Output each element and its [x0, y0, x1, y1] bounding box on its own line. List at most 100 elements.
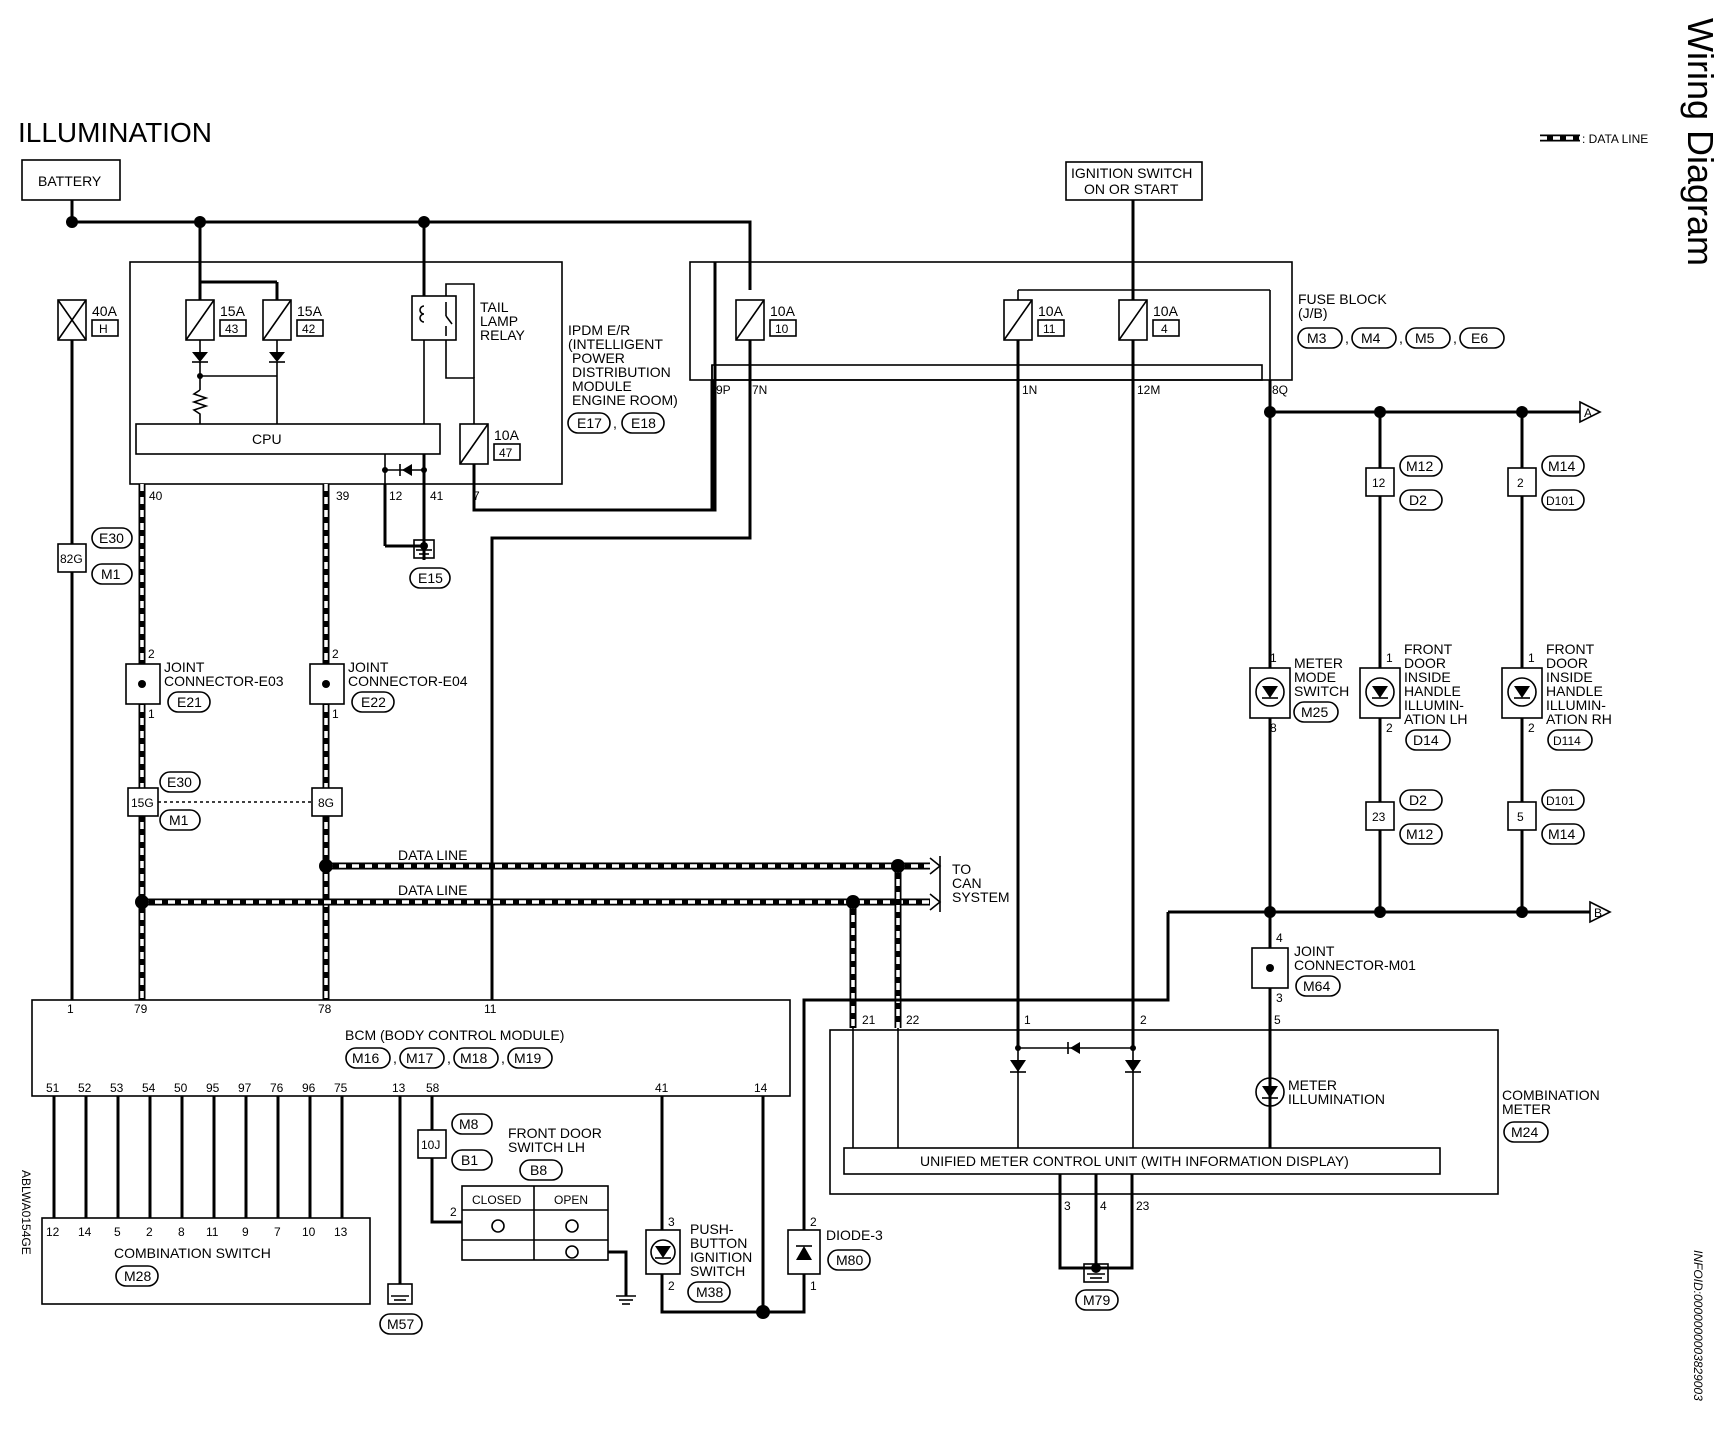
svg-text:ATION RH: ATION RH [1546, 711, 1612, 727]
svg-text:PUSH-: PUSH- [690, 1221, 734, 1237]
svg-text:10A: 10A [1153, 303, 1179, 319]
svg-text:DATA LINE: DATA LINE [398, 882, 468, 898]
svg-text:79: 79 [134, 1002, 148, 1016]
svg-text:5: 5 [114, 1225, 121, 1239]
ignition-label-2: ON OR START [1084, 181, 1179, 197]
svg-text:M14: M14 [1548, 826, 1575, 842]
svg-text:D101: D101 [1546, 494, 1575, 508]
svg-text:4: 4 [1161, 322, 1168, 336]
svg-text:23: 23 [1372, 810, 1386, 824]
fuse-10a-47: 10A 47 [459, 423, 521, 465]
svg-text:13: 13 [392, 1081, 406, 1095]
svg-text:10A: 10A [1038, 303, 1064, 319]
svg-text:75: 75 [334, 1081, 348, 1095]
svg-text:M17: M17 [406, 1050, 433, 1066]
svg-text:2: 2 [1528, 721, 1535, 735]
relay-wiring [423, 283, 475, 424]
svg-text:(J/B): (J/B) [1298, 305, 1328, 321]
svg-text:B: B [1594, 906, 1602, 920]
svg-text:10: 10 [775, 322, 789, 336]
fuse-15a-42: 15A 42 [262, 299, 324, 341]
svg-text:39: 39 [336, 489, 350, 503]
svg-text:97: 97 [238, 1081, 252, 1095]
ipdm-internal-wiring [191, 340, 285, 424]
combination-switch-label: COMBINATION SWITCH [114, 1245, 271, 1261]
svg-text:1: 1 [1024, 1013, 1031, 1027]
svg-text:TAIL: TAIL [480, 299, 509, 315]
push-button-ignition-switch: 3 2 PUSH- BUTTON IGNITION SWITCH M38 [645, 1096, 806, 1314]
svg-text:,: , [1345, 330, 1349, 346]
data-line-legend: : DATA LINE [1540, 132, 1648, 146]
svg-text:10: 10 [302, 1225, 316, 1239]
svg-text:11: 11 [206, 1225, 219, 1239]
svg-text:3: 3 [1064, 1199, 1071, 1213]
svg-text:CONNECTOR-E04: CONNECTOR-E04 [348, 673, 468, 689]
data-line-labels: DATA LINE DATA LINE TO CAN SYSTEM [398, 847, 1010, 912]
svg-text:1: 1 [1528, 651, 1535, 665]
svg-text:M12: M12 [1406, 458, 1433, 474]
fuse-15a-43: 15A 43 [185, 299, 247, 341]
bcm-top-pins: 1 79 78 11 [67, 1002, 497, 1016]
svg-text:1: 1 [810, 1279, 817, 1293]
svg-text:41: 41 [655, 1081, 669, 1095]
svg-text:95: 95 [206, 1081, 220, 1095]
svg-text:DIODE-3: DIODE-3 [826, 1227, 883, 1243]
svg-text:1N: 1N [1022, 383, 1037, 397]
ipdm-lower-wiring [383, 454, 426, 560]
svg-text:2: 2 [148, 647, 155, 661]
harness-82g: 82G E30 M1 [57, 527, 133, 585]
svg-text:5: 5 [1517, 810, 1524, 824]
svg-text:76: 76 [270, 1081, 284, 1095]
svg-text:22: 22 [906, 1013, 920, 1027]
fuse-block-connectors: M3 , M4 , M5 , E6 [1297, 327, 1505, 349]
svg-text:2: 2 [146, 1225, 153, 1239]
svg-text:CLOSED: CLOSED [472, 1193, 522, 1207]
svg-text:1: 1 [148, 707, 155, 721]
svg-text:M12: M12 [1406, 826, 1433, 842]
svg-text:E15: E15 [418, 570, 443, 586]
svg-text:,: , [613, 415, 617, 431]
svg-text:8G: 8G [318, 796, 334, 810]
svg-text:SYSTEM: SYSTEM [952, 889, 1010, 905]
combination-switch-pins: 12 14 5 2 8 11 9 7 10 13 [46, 1225, 348, 1239]
combination-switch-conn: M28 [124, 1268, 151, 1284]
fuse-block-label: FUSE BLOCK (J/B) [1298, 291, 1387, 321]
svg-text:15A: 15A [220, 303, 246, 319]
connector-arrow-b: B [1589, 900, 1612, 924]
svg-text:5: 5 [1274, 1013, 1281, 1027]
svg-text:52: 52 [78, 1081, 92, 1095]
data-line-horizontals [142, 862, 930, 1028]
svg-text:M38: M38 [696, 1284, 723, 1300]
data-line-verticals [138, 484, 330, 1000]
ipdm-connector-e18: E18 [621, 412, 665, 434]
svg-text:M1: M1 [169, 812, 189, 828]
bcm-bottom-pins: 51 52 53 54 50 95 97 76 96 75 13 58 41 1… [46, 1081, 768, 1095]
svg-text:3: 3 [1276, 991, 1283, 1005]
ipdm-label: IPDM E/R (INTELLIGENT POWER DISTRIBUTION… [568, 322, 678, 408]
svg-text:D2: D2 [1409, 792, 1427, 808]
svg-text:D114: D114 [1553, 734, 1581, 748]
svg-text:FUSE BLOCK: FUSE BLOCK [1298, 291, 1387, 307]
svg-text:7: 7 [274, 1225, 281, 1239]
svg-text:D14: D14 [1413, 732, 1439, 748]
svg-text:DATA LINE: DATA LINE [398, 847, 468, 863]
svg-text:2: 2 [450, 1205, 457, 1219]
svg-text:10A: 10A [770, 303, 796, 319]
svg-text:CONNECTOR-M01: CONNECTOR-M01 [1294, 957, 1416, 973]
bcm-connectors: M16 , M17 , M18 , M19 [345, 1047, 553, 1069]
svg-text:11: 11 [1043, 322, 1056, 336]
meter-illumination: METER ILLUMINATION [1255, 1077, 1385, 1107]
svg-text:M3: M3 [1307, 330, 1327, 346]
info-id: INFOID:0000000003829003 [1691, 1250, 1705, 1401]
tail-lamp-relay: TAIL LAMP RELAY [411, 295, 526, 343]
connector-arrow-a: A [1579, 400, 1602, 424]
svg-text:COMBINATION: COMBINATION [1502, 1087, 1600, 1103]
svg-text:IPDM E/R: IPDM E/R [568, 322, 630, 338]
svg-text:78: 78 [318, 1002, 332, 1016]
figure-code: ABLWA0154GE [19, 1170, 33, 1255]
front-door-switch-wiring: 10J M8 B1 2 [417, 1096, 493, 1224]
svg-text:HANDLE: HANDLE [1546, 683, 1603, 699]
svg-text:A: A [1584, 406, 1592, 420]
svg-text:8: 8 [1270, 721, 1277, 735]
